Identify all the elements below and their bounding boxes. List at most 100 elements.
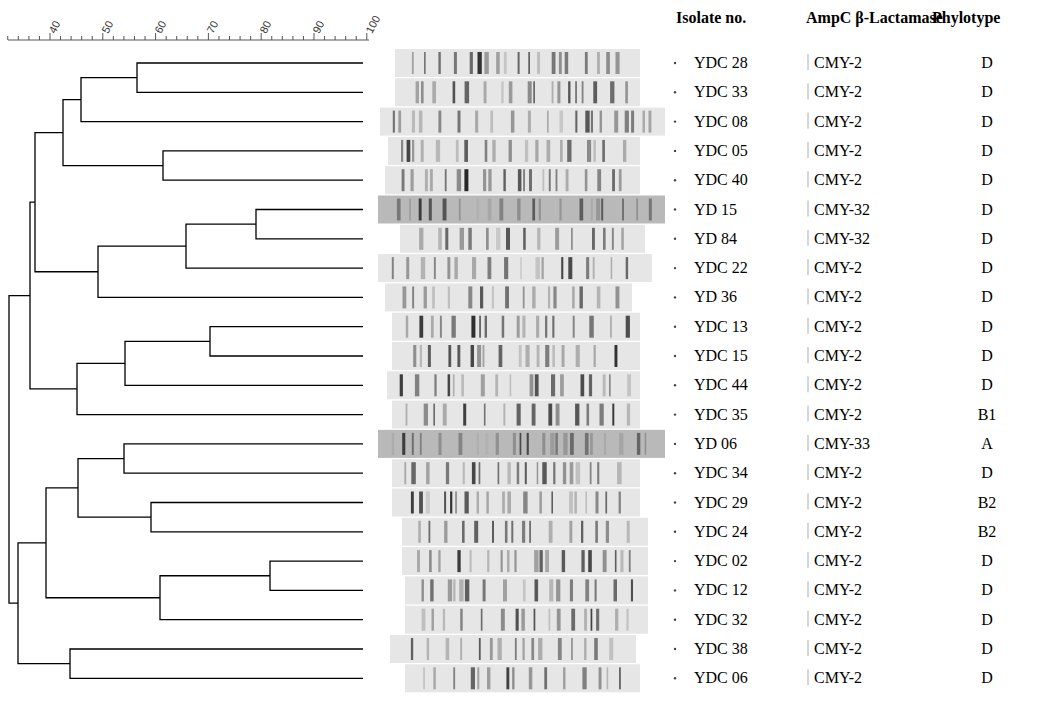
gel-band [535,579,539,601]
isolate-number: YD 84 [694,231,737,247]
cell-divider [808,171,809,187]
dendrogram-branch [46,488,160,598]
gel-band [460,638,462,660]
scale-tick [92,36,93,40]
gel-band [585,433,589,455]
gel-band [615,550,617,572]
row-dot [674,589,676,591]
gel-band [418,521,421,543]
scale-tick [229,36,230,40]
gel-band [471,667,475,689]
gel-band [412,52,414,74]
gel-band [509,81,513,103]
gel-band [549,521,553,543]
gel-band [411,492,414,514]
cell-divider [808,523,809,539]
gel-band [426,462,430,484]
gel-band [487,550,489,572]
gel-band [400,374,403,396]
scale-label: 80 [258,19,273,35]
gel-band [419,492,423,514]
gel-band [625,111,629,133]
dendrogram-branch [137,63,363,92]
gel-band [392,257,394,279]
gel-band [406,404,408,426]
gel-band [456,140,459,162]
gel-lane [400,225,645,253]
gel-band [483,345,485,367]
dendrogram-branch [63,100,163,166]
gel-band [411,638,413,660]
cell-divider [808,113,809,129]
gel-band [411,462,416,484]
gel-band [520,433,522,455]
gel-lane [378,196,665,224]
gel-band [581,374,585,396]
gel-band [610,316,612,338]
gel-band [471,345,474,367]
isolate-number: YDC 33 [694,84,748,100]
gel-band [464,169,468,191]
dendrogram-branch [77,363,363,414]
gel-band [457,550,460,572]
gel-band [604,433,606,455]
gel-band [591,609,593,631]
gel-band [412,140,414,162]
gel-band [483,579,486,601]
phylotype: D [981,670,993,686]
gel-band [601,199,603,221]
gel-band [486,492,488,514]
gel-band [584,638,586,660]
gel-band [505,521,508,543]
gel-band [552,81,554,103]
gel-band [619,667,621,689]
gel-band [505,286,509,308]
gel-band [545,316,547,338]
scale-tick [7,36,8,40]
gel-band [573,316,575,338]
gel-band [471,316,475,338]
gel-band [529,667,533,689]
gel-band [588,550,592,572]
gel-band [518,52,520,74]
gel-band [429,550,432,572]
gel-band [556,169,558,191]
gel-band [585,52,588,74]
gel-band [401,140,403,162]
gel-band [419,111,423,133]
gel-lane [392,489,640,517]
gel-band [517,462,520,484]
gel-band [534,609,536,631]
gel-band [591,111,593,133]
gel-band [421,257,425,279]
gel-band [424,404,428,426]
gel-band [511,111,515,133]
gel-band [570,579,573,601]
dendrogram-branch [18,543,70,664]
gel-band [562,345,565,367]
gel-band [522,316,525,338]
scale-tick [271,36,272,40]
gel-band [594,345,596,367]
dendrogram-branch [210,327,363,356]
scale-tick [166,36,167,40]
gel-band [492,521,494,543]
beta-lactamase: CMY-2 [814,289,862,305]
gel-band [484,52,488,74]
gel-band [596,609,599,631]
gel-band [430,579,433,601]
row-dot [674,413,676,415]
column-header: Phylotype [932,10,1000,26]
gel-band [649,111,652,133]
beta-lactamase: CMY-2 [814,172,862,188]
gel-band [530,374,534,396]
scale-tick [356,36,357,40]
scale-tick [366,33,367,40]
scale-tick [218,36,219,40]
gel-band [631,111,634,133]
gel-band [468,228,472,250]
gel-band [474,521,478,543]
gel-band [596,492,599,514]
gel-lane [392,313,640,341]
gel-band [538,638,542,660]
